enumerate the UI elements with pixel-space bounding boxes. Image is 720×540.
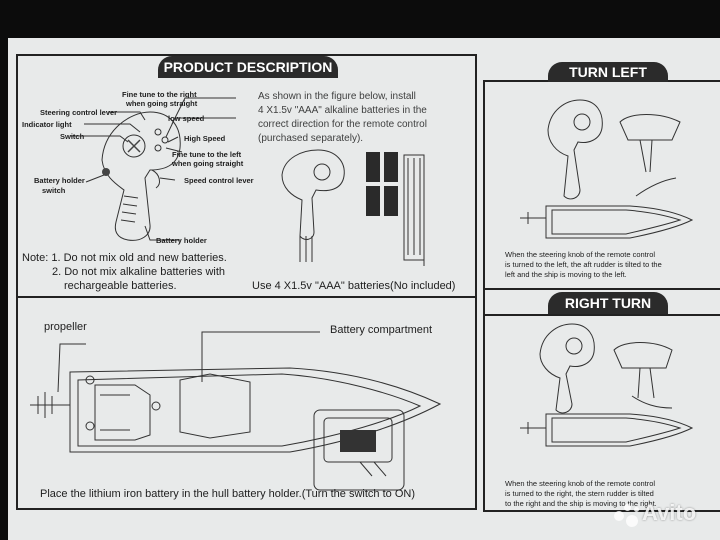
frame-line — [475, 54, 477, 510]
avito-watermark: Avito — [642, 500, 697, 525]
hull-illustration — [30, 331, 442, 491]
turn-left-text-line: left and the ship is moving to the left. — [505, 270, 627, 279]
turn-left-text-line: is turned to the left, the aft rudder is… — [505, 260, 662, 269]
product-description-heading: PRODUCT DESCRIPTION — [158, 56, 338, 78]
right-turn-heading: RIGHT TURN — [548, 292, 668, 314]
battery-caption: Use 4 X1.5v "AAA" batteries(No included) — [252, 280, 456, 292]
frame-line — [16, 54, 18, 510]
label-low-speed: low speed — [168, 114, 205, 123]
label-fine-tune-right-1: Fine tune to the right — [122, 90, 197, 99]
frame-line — [483, 80, 485, 512]
label-indicator-light: Indicator light — [22, 120, 72, 129]
right-turn-illustration — [520, 323, 694, 447]
label-fine-tune-right-2: when going straight — [126, 99, 198, 108]
install-text-line: As shown in the figure below, install — [258, 91, 416, 102]
label-switch: Switch — [60, 132, 85, 141]
note-line: Note: 1. Do not mix old and new batterie… — [22, 252, 227, 264]
frame-line — [483, 288, 720, 290]
label-steering-control-lever: Steering control lever — [40, 108, 118, 117]
frame-line — [483, 510, 720, 512]
label-high-speed: High Speed — [184, 134, 226, 143]
note-line: 2. Do not mix alkaline batteries with — [52, 266, 226, 278]
install-text-line: 4 X1.5v "AAA" alkaline batteries in the — [258, 105, 427, 116]
right-turn-text-line: to the right and the ship is moving to t… — [505, 499, 657, 508]
frame-line — [16, 296, 475, 298]
turn-left-heading: TURN LEFT — [548, 62, 668, 82]
hull-caption: Place the lithium iron battery in the hu… — [40, 488, 415, 500]
label-battery-holder-switch-1: Battery holder — [34, 176, 85, 185]
battery-install-illustration — [281, 149, 425, 266]
battery-compartment-label: Battery compartment — [330, 324, 433, 336]
label-speed-control-lever: Speed control lever — [184, 176, 254, 185]
turn-left-illustration — [520, 99, 694, 239]
right-turn-text-line: is turned to the right, the stern rudder… — [505, 489, 654, 498]
label-fine-tune-left-1: Fine tune to the left — [172, 150, 242, 159]
turn-left-text-line: When the steering knob of the remote con… — [505, 250, 656, 259]
label-fine-tune-left-2: when going straight — [172, 159, 244, 168]
remote-control-illustration — [70, 97, 236, 241]
avito-logo-icon — [614, 502, 640, 528]
propeller-label: propeller — [44, 321, 87, 333]
install-text-line: (purchased separately). — [258, 133, 364, 144]
frame-line — [16, 54, 475, 56]
label-battery-holder-switch-2: switch — [42, 186, 66, 195]
frame-line — [16, 508, 475, 510]
label-battery-holder: Battery holder — [156, 236, 207, 245]
frame-line — [483, 314, 720, 316]
right-turn-text-line: When the steering knob of the remote con… — [505, 479, 656, 488]
install-text-line: correct direction for the remote control — [258, 119, 427, 130]
note-line: rechargeable batteries. — [64, 280, 177, 292]
